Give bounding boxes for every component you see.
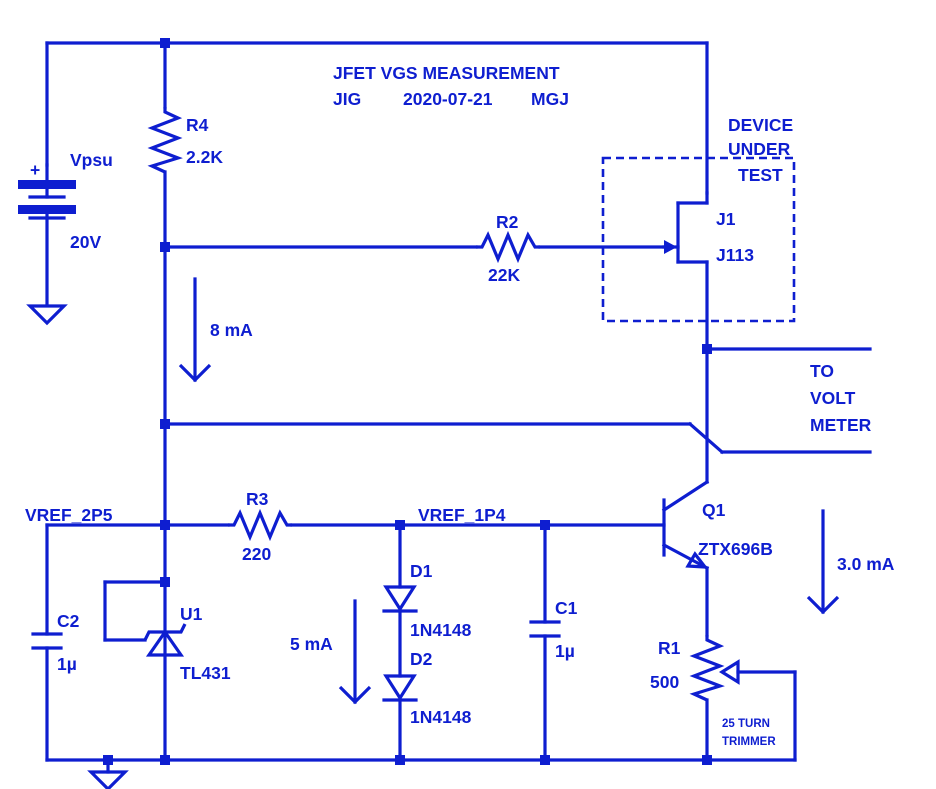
title-author: MGJ — [531, 89, 569, 109]
r3-ref: R3 — [246, 489, 269, 509]
r3-value: 220 — [242, 544, 271, 564]
j1-value: J113 — [716, 245, 754, 265]
r4-value: 2.2K — [186, 147, 223, 167]
dut-label-line2: UNDER — [728, 139, 791, 159]
current-r4: 8 mA — [210, 320, 253, 340]
r1-ref: R1 — [658, 638, 681, 658]
arrow-down-icon-5ma — [338, 599, 372, 705]
current-q1: 3.0 mA — [837, 554, 895, 574]
r2-ref: R2 — [496, 212, 519, 232]
resistor-r4 — [147, 107, 183, 174]
c2-ref: C2 — [57, 611, 80, 631]
r2-value: 22K — [488, 265, 520, 285]
c1-ref: C1 — [555, 598, 578, 618]
d2-value: 1N4148 — [410, 707, 472, 727]
dut-label-line3: TEST — [738, 165, 783, 185]
c1-value: 1µ — [555, 641, 575, 661]
d1-ref: D1 — [410, 561, 433, 581]
ground-icon-main — [87, 770, 129, 789]
diode-d2 — [382, 674, 418, 702]
title-jig: JIG — [333, 89, 361, 109]
r1-value: 500 — [650, 672, 679, 692]
r4-ref: R4 — [186, 115, 209, 135]
title-line1: JFET VGS MEASUREMENT — [333, 63, 560, 83]
q1-value: ZTX696B — [698, 539, 773, 559]
d1-value: 1N4148 — [410, 620, 472, 640]
trimmer-r1 — [689, 635, 740, 702]
c2-value: 1µ — [57, 654, 77, 674]
net-vref-1p4: VREF_1P4 — [418, 505, 506, 525]
u1-value: TL431 — [180, 663, 231, 683]
capacitor-c1 — [529, 620, 561, 638]
current-diodes: 5 mA — [290, 634, 333, 654]
ground-icon-battery — [26, 304, 68, 326]
meter-line3: METER — [810, 415, 872, 435]
vpsu-ref: Vpsu — [70, 150, 113, 170]
dut-label-line1: DEVICE — [728, 115, 793, 135]
meter-line1: TO — [810, 361, 834, 381]
title-date: 2020-07-21 — [403, 89, 493, 109]
arrow-down-icon-8ma — [178, 277, 212, 383]
vpsu-value: 20V — [70, 232, 101, 252]
net-vref-2p5: VREF_2P5 — [25, 505, 113, 525]
dut-box — [601, 156, 796, 323]
resistor-r2 — [476, 230, 540, 264]
transistor-q1 — [661, 479, 710, 571]
battery-polarity: + — [30, 160, 40, 180]
diode-d1 — [382, 585, 418, 613]
resistor-r3 — [228, 508, 292, 542]
j1-ref: J1 — [716, 209, 736, 229]
capacitor-c2 — [31, 632, 63, 650]
meter-line2: VOLT — [810, 388, 856, 408]
jfet-j1 — [662, 191, 709, 264]
u1-ref: U1 — [180, 604, 203, 624]
arrow-down-icon-3ma — [806, 509, 840, 615]
wires — [45, 41, 872, 774]
d2-ref: D2 — [410, 649, 433, 669]
r1-note-line2: TRIMMER — [722, 736, 776, 748]
q1-ref: Q1 — [702, 500, 726, 520]
junction-dots — [103, 38, 712, 765]
battery-vpsu: + — [18, 160, 76, 220]
shunt-regulator-u1 — [143, 623, 187, 657]
r1-note-line1: 25 TURN — [722, 718, 770, 730]
